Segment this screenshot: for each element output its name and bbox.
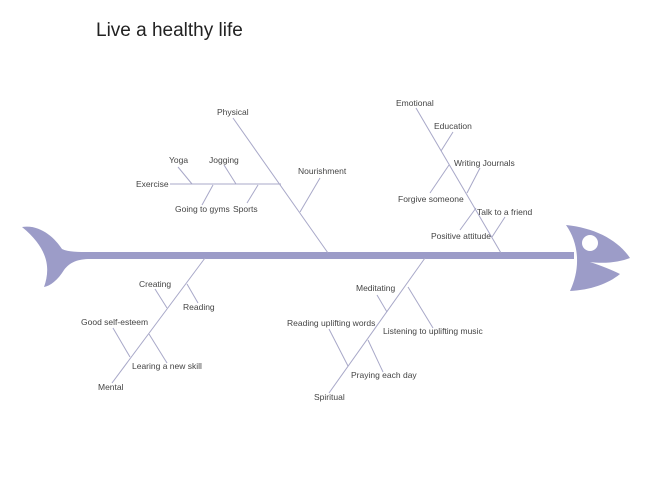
- cause-sports: Sports: [233, 204, 258, 214]
- cause-writing-journals: Writing Journals: [454, 158, 515, 168]
- cause-reading-uplifting-words: Reading uplifting words: [287, 318, 376, 328]
- emotional-bones: [415, 107, 506, 254]
- category-spiritual: Spiritual: [314, 392, 345, 402]
- cause-forgive-someone: Forgive someone: [398, 194, 464, 204]
- cause-reading: Reading: [183, 302, 215, 312]
- category-physical: Physical: [217, 107, 249, 117]
- cause-meditating: Meditating: [356, 283, 396, 293]
- fish-tail: [22, 226, 90, 287]
- category-emotional: Emotional: [396, 98, 434, 108]
- physical-bones: [170, 117, 329, 254]
- diagram-title: Live a healthy life: [96, 20, 243, 41]
- cause-exercise: Exercise: [136, 179, 169, 189]
- fish-spine: [84, 252, 574, 259]
- fish-head: [566, 225, 630, 291]
- cause-learning-new-skill: Learing a new skill: [132, 361, 202, 371]
- cause-yoga: Yoga: [169, 155, 189, 165]
- cause-praying-each-day: Praying each day: [351, 370, 417, 380]
- cause-going-to-gyms: Going to gyms: [175, 204, 230, 214]
- fish-eye: [582, 235, 598, 251]
- cause-education: Education: [434, 121, 472, 131]
- cause-nourishment: Nourishment: [298, 166, 347, 176]
- cause-good-self-esteem: Good self-esteem: [81, 317, 149, 327]
- cause-positive-attitude: Positive attitude: [431, 231, 492, 241]
- cause-talk-to-friend: Talk to a friend: [477, 207, 533, 217]
- mental-bones: [111, 257, 206, 384]
- cause-listening-music: Listening to uplifting music: [383, 326, 483, 336]
- cause-jogging: Jogging: [209, 155, 239, 165]
- cause-creating: Creating: [139, 279, 172, 289]
- category-mental: Mental: [98, 382, 124, 392]
- spiritual-bones: [328, 257, 434, 394]
